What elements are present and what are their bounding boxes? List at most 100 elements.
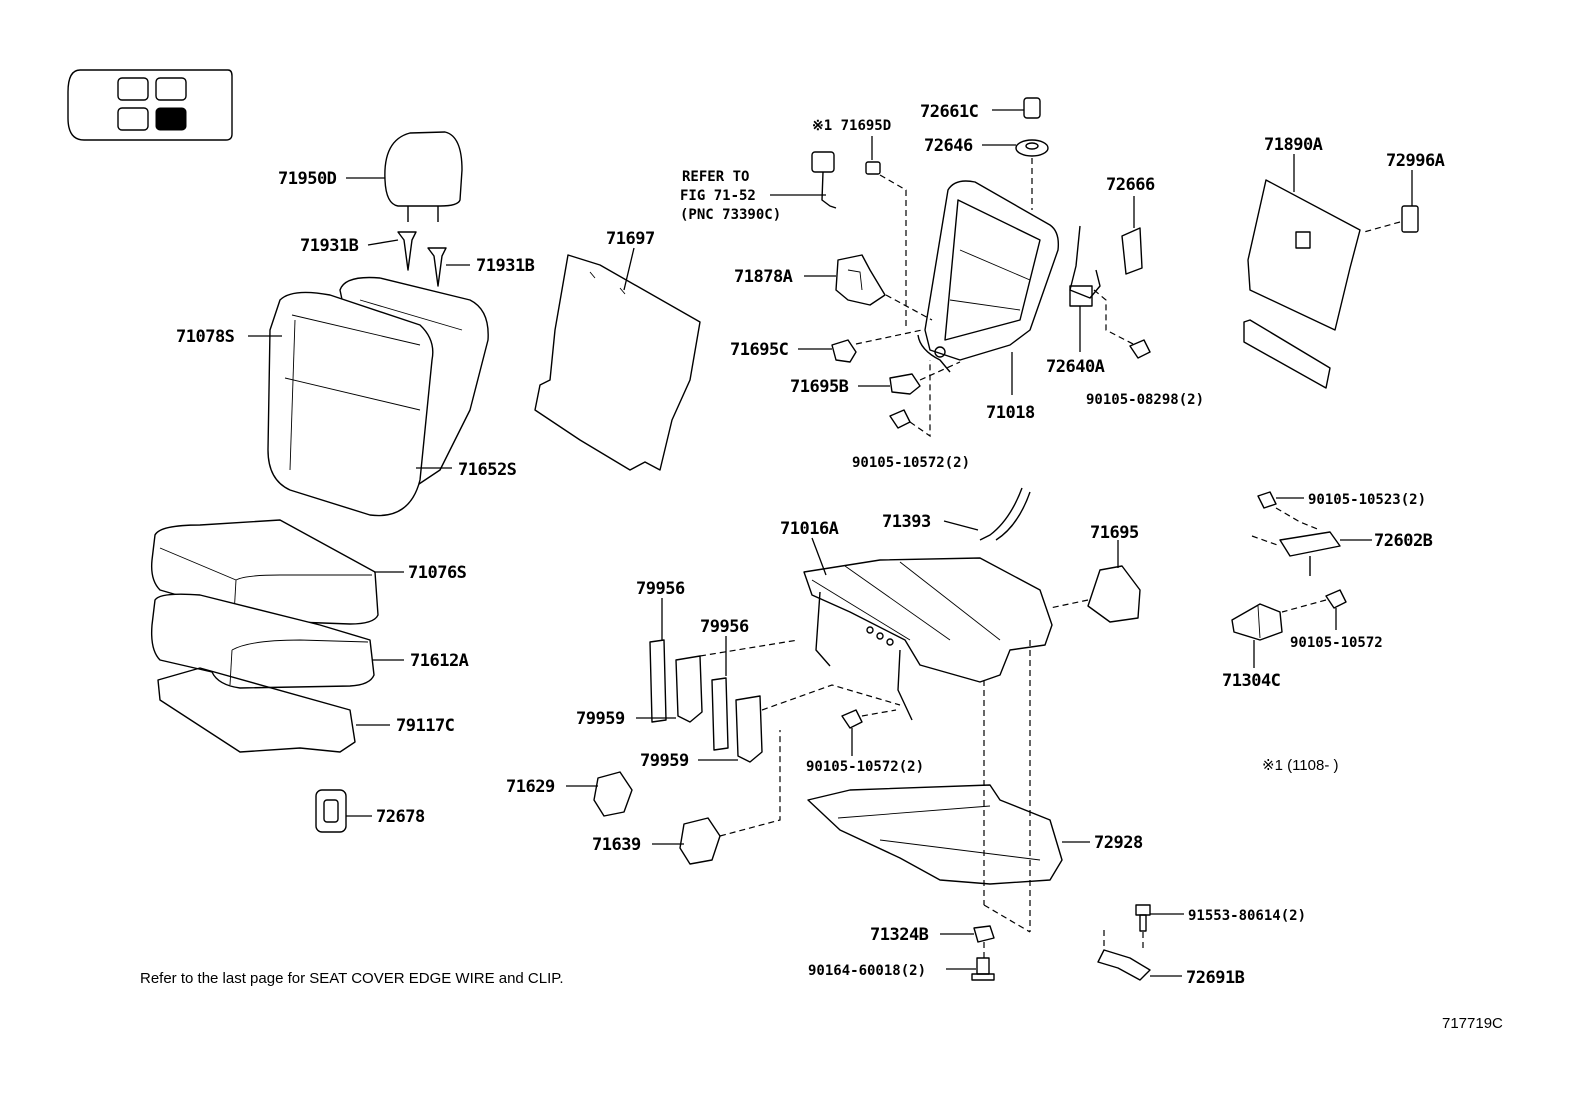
dashed-guide <box>909 360 931 438</box>
refer-line1: REFER TO <box>682 169 749 185</box>
label-71931B-left: 71931B <box>300 236 359 256</box>
figure-code: 717719C <box>1442 1015 1503 1032</box>
cover-part-71629 <box>593 771 633 817</box>
nut-part <box>973 925 995 943</box>
leader-line <box>811 537 827 576</box>
label-71612A: 71612A <box>410 651 469 671</box>
dashed-guide <box>1363 221 1401 233</box>
dashed-guide <box>919 361 961 381</box>
label-71016A: 71016A <box>780 519 839 539</box>
dashed-guide <box>1281 599 1327 613</box>
cover-part-71695C <box>831 339 857 363</box>
lock-part <box>1069 225 1101 307</box>
bezel-part <box>1015 139 1049 157</box>
seat-rail-part <box>649 639 763 763</box>
bracket-part-71695 <box>1087 565 1141 623</box>
label-79959-b: 79959 <box>640 751 689 771</box>
label-90164-60018: 90164-60018(2) <box>808 963 926 979</box>
label-90105-10572-right: 90105-10572 <box>1290 635 1383 651</box>
label-72996A: 72996A <box>1386 151 1445 171</box>
label-72646: 72646 <box>924 136 973 156</box>
back-panel-part <box>534 254 701 471</box>
label-71697: 71697 <box>606 229 655 249</box>
label-91553-80614: 91553-80614(2) <box>1188 908 1306 924</box>
dashed-guide <box>879 174 907 330</box>
label-90105-10572-mid: 90105-10572(2) <box>806 759 924 775</box>
label-71078S: 71078S <box>176 327 235 347</box>
label-72666: 72666 <box>1106 175 1155 195</box>
label-71695: 71695 <box>1090 523 1139 543</box>
cover-part-71639 <box>679 817 721 865</box>
seatback-part <box>267 276 489 517</box>
dashed-guide <box>861 709 897 717</box>
strap-part <box>979 487 1031 541</box>
label-79956-a: 79956 <box>636 579 685 599</box>
dashed-guide <box>1275 507 1321 531</box>
seat-locator-icon <box>67 69 233 141</box>
bracket-part-72691B <box>1097 930 1151 981</box>
label-72661C: 72661C <box>920 102 978 122</box>
dashed-guide <box>719 730 781 837</box>
label-71076S: 71076S <box>408 563 467 583</box>
bolt-part <box>889 409 911 429</box>
dashed-guide <box>761 684 901 711</box>
seatback-frame-part <box>917 180 1060 373</box>
bracket-part-71878A <box>835 254 886 306</box>
label-90105-10523: 90105-10523(2) <box>1308 492 1426 508</box>
bolt-part <box>1325 589 1347 609</box>
headrest-part <box>384 131 463 222</box>
knob-part <box>1023 97 1041 119</box>
label-72691B: 72691B <box>1186 968 1245 988</box>
label-72678: 72678 <box>376 807 425 827</box>
label-71950D: 71950D <box>278 169 337 189</box>
label-90105-10572-top: 90105-10572(2) <box>852 455 970 471</box>
leader-line <box>943 520 979 531</box>
seat-cushion-frame-part <box>803 557 1053 721</box>
under-cover-part <box>807 784 1063 885</box>
label-72640A: 72640A <box>1046 357 1105 377</box>
label-71695B: 71695B <box>790 377 849 397</box>
label-71695D: ※1 71695D <box>812 118 891 134</box>
label-72602B: 72602B <box>1374 531 1433 551</box>
dashed-guide <box>699 639 799 657</box>
bolt-part <box>971 957 995 981</box>
seat-board-part <box>157 667 356 753</box>
dashed-guide <box>855 329 923 345</box>
label-71890A: 71890A <box>1264 135 1323 155</box>
dashed-guide <box>885 294 933 321</box>
dashed-guide <box>1093 289 1136 346</box>
label-71931B-right: 71931B <box>476 256 535 276</box>
label-79956-b: 79956 <box>700 617 749 637</box>
bolt-part <box>1135 904 1151 932</box>
label-71639: 71639 <box>592 835 641 855</box>
bolt-part <box>1257 491 1277 509</box>
refer-line2: FIG 71-52 <box>680 188 756 204</box>
refer-line3: (PNC 73390C) <box>680 207 781 223</box>
bolt-part <box>1129 339 1151 359</box>
clip-part <box>315 789 347 833</box>
seatback-board-part <box>1243 179 1361 389</box>
label-90105-08298: 90105-08298(2) <box>1086 392 1204 408</box>
dashed-guide <box>983 904 1031 933</box>
belt-latch-part <box>811 151 837 209</box>
cover-part-71695B <box>889 373 921 395</box>
bottom-note: Refer to the last page for SEAT COVER ED… <box>140 970 564 987</box>
label-71304C: 71304C <box>1222 671 1280 691</box>
label-71629: 71629 <box>506 777 555 797</box>
clip-part-72996A <box>1401 205 1419 233</box>
leader-line <box>367 239 399 246</box>
label-71393: 71393 <box>882 512 931 532</box>
bracket-part-71304C <box>1231 603 1283 641</box>
label-79117C: 79117C <box>396 716 454 736</box>
leader-line <box>623 247 635 291</box>
bolt-part <box>841 709 863 729</box>
label-71695C: 71695C <box>730 340 788 360</box>
label-71018: 71018 <box>986 403 1035 423</box>
seat-pad-part <box>150 593 375 689</box>
label-71878A: 71878A <box>734 267 793 287</box>
bracket-part-72602B <box>1279 531 1341 576</box>
label-72928: 72928 <box>1094 833 1143 853</box>
dashed-guide <box>1251 535 1281 547</box>
